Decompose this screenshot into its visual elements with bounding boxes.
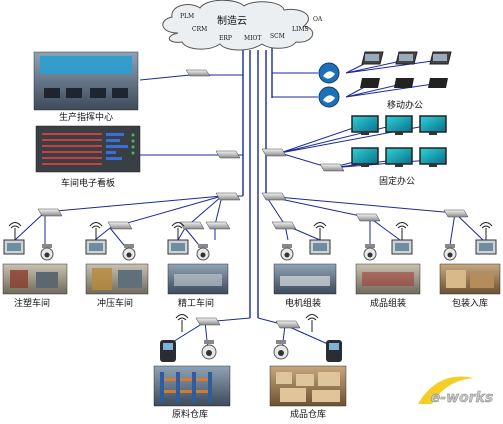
eworks-watermark: e-works [418,376,493,406]
tablet-icon [395,51,418,65]
handheld-terminal-icon [360,78,380,88]
finishing-workshop-label: 精工车间 [178,297,214,309]
switch-icon [195,317,221,326]
cloud-system-lims: LIMS [292,26,309,33]
monitor-icon [419,115,447,135]
product-assembly-label: 成品组装 [370,297,406,309]
fixed-office-node: 固定办公 [351,115,447,187]
switch-icon [185,69,211,77]
control-center-label: 生产指挥中心 [59,111,113,123]
wireless-ap-icon [479,222,493,240]
switch-icon [205,221,231,230]
terminal-icon [3,239,25,255]
workshop-product-node: 成品组装 [355,263,421,309]
terminal-icon [309,239,331,255]
switch-icon [179,221,205,230]
camera-icon [40,244,54,261]
terminal-icon [475,239,497,255]
wireless-ap-icon [313,222,327,240]
workshop-packing-node: 包装入库 [439,263,501,309]
warehouse-devices [160,314,342,362]
switch-icon [215,192,241,201]
workshop-injection-node: 注塑车间 [2,263,68,309]
handheld-scanner-icon [160,340,176,362]
wireless-tower-icon [318,62,340,84]
monitor-icon [351,115,379,135]
packing-storage-label: 包装入库 [452,297,488,309]
workshop-finishing-node: 精工车间 [167,263,229,309]
handheld-terminal-icon [394,78,414,88]
camera-icon [363,244,377,261]
finished-goods-warehouse-node: 成品仓库 [269,365,347,420]
workshop-motor-node: 电机组装 [273,263,337,309]
workshop-board-label: 车间电子看板 [61,177,115,189]
tablet-icon [361,51,384,65]
terminal-icon [167,239,189,255]
mobile-office-node: 移动办公 [318,51,452,111]
cloud-system-miot: MIOT [244,35,261,42]
switch-icon [215,150,241,159]
wireless-ap-icon [305,314,319,332]
manufacturing-cloud: 制造云 PLM CRM ERP MIOT SCM LIMS OA [162,0,323,51]
injection-workshop-label: 注塑车间 [14,297,50,309]
workshop-devices [3,222,497,261]
workshop-board-screen [35,125,141,173]
switch-icon [261,192,287,201]
handheld-scanner-icon [326,340,342,362]
fixed-office-label: 固定办公 [379,175,415,187]
monitor-icon [385,115,413,135]
switches [37,69,469,329]
wireless-tower-icon [318,86,340,108]
monitor-icon [419,147,447,167]
switch-icon [355,213,381,222]
camera-icon [201,340,217,360]
cloud-system-erp: ERP [219,35,232,42]
switch-icon [271,221,297,230]
workshop-board-node: 车间电子看板 [35,125,141,189]
cloud-title: 制造云 [217,14,247,27]
raw-material-warehouse-label: 原料仓库 [172,408,208,420]
switch-icon [275,320,301,329]
switch-icon [107,221,133,230]
terminal-icon [85,239,107,255]
cloud-system-plm: PLM [180,13,194,20]
monitor-icon [385,147,413,167]
switch-icon [443,209,469,218]
camera-icon [443,244,457,261]
mobile-office-label: 移动办公 [387,99,423,111]
switch-icon [37,208,63,217]
camera-icon [196,244,210,261]
control-center-node: 生产指挥中心 [33,51,139,123]
watermark-text: e-works [431,390,493,406]
handheld-terminal-icon [428,78,448,88]
wireless-ap-icon [171,222,185,240]
raw-material-warehouse-node: 原料仓库 [153,365,231,420]
cloud-system-oa: OA [313,16,323,23]
tablet-icon [429,51,452,65]
switch-icon [319,163,345,172]
wireless-ap-icon [8,222,22,240]
wireless-ap-icon [175,314,189,332]
switch-icon [261,148,287,157]
cloud-system-scm: SCM [270,33,285,40]
stamping-workshop-label: 冲压车间 [97,297,133,309]
monitor-icon [351,147,379,167]
finished-goods-warehouse-label: 成品仓库 [290,408,326,420]
camera-icon [280,244,294,261]
camera-icon [122,244,136,261]
motor-assembly-label: 电机组装 [285,297,321,309]
wireless-ap-icon [89,222,103,240]
workshop-stamping-node: 冲压车间 [85,263,149,309]
terminal-icon [391,239,413,255]
camera-icon [273,340,289,360]
wireless-ap-icon [395,222,409,240]
cloud-system-crm: CRM [192,26,207,33]
